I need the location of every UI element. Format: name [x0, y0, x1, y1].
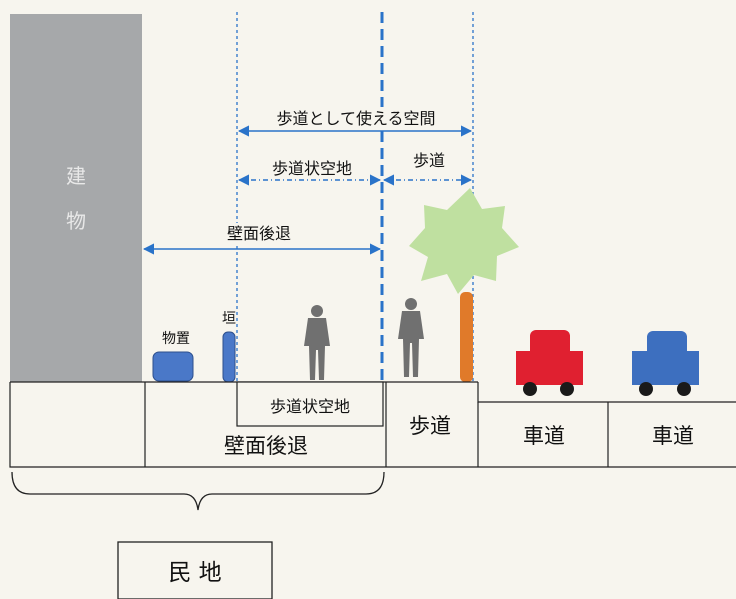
tree-icon	[409, 188, 519, 294]
ground-label-roadway-2: 車道	[652, 424, 694, 448]
fence	[222, 331, 236, 383]
ground-label-setback: 壁面後退	[224, 434, 308, 458]
private-land-label: 民 地	[168, 560, 221, 586]
tree-trunk	[460, 292, 473, 382]
building	[10, 14, 142, 382]
ground-section	[9, 381, 736, 468]
dimension-label-setback: 壁面後退	[227, 224, 291, 243]
storage-item	[152, 351, 194, 382]
private-land-box	[117, 541, 273, 599]
private-land-brace	[11, 471, 385, 511]
car-icon-blue	[632, 331, 699, 396]
ground-label-sidewalk: 歩道	[409, 414, 451, 438]
pedestrian-icon-2	[398, 298, 424, 377]
ground-label-roadway-1: 車道	[523, 424, 565, 448]
building-label-1: 建	[66, 164, 86, 188]
pedestrian-icon-1	[304, 305, 330, 380]
dimension-label-sidewalk: 歩道	[413, 151, 445, 170]
dimension-label-sidewalk-like: 歩道状空地	[272, 159, 352, 178]
ground-label-sidewalk-like: 歩道状空地	[270, 397, 350, 416]
storage-item-label: 物置	[162, 331, 190, 347]
dimension-label-usable: 歩道として使える空間	[276, 109, 435, 128]
car-icon-red	[516, 330, 583, 396]
building-label-2: 物	[66, 209, 86, 233]
fence-label: 垣	[222, 311, 236, 327]
